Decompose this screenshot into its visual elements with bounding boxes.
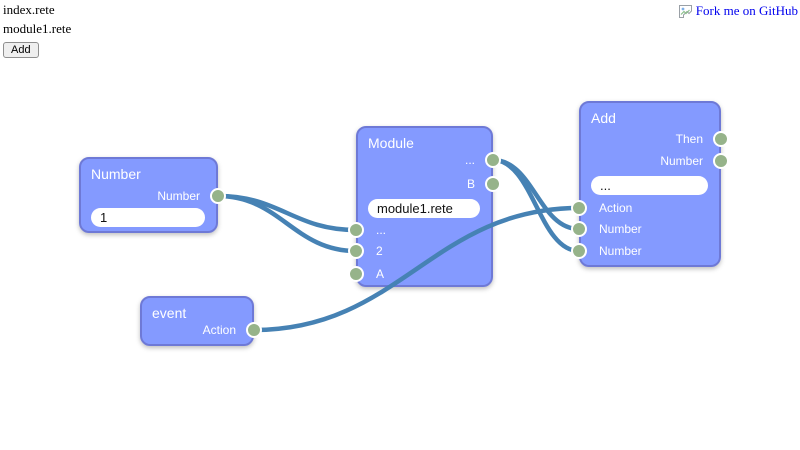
file-item-index[interactable]: index.rete [3, 2, 55, 17]
output-label-event-0: Action [202, 323, 236, 337]
input-socket-add-0-Action[interactable] [571, 200, 587, 216]
node-title-number: Number [91, 166, 141, 182]
input-label-module-0: ... [376, 223, 387, 237]
fork-on-github-link[interactable]: Fork me on GitHub [678, 3, 798, 19]
fork-link-label: Fork me on GitHub [695, 3, 798, 18]
input-label-add-2: Number [599, 244, 642, 258]
input-socket-add-2-Number[interactable] [571, 243, 587, 259]
output-label-add-1: Number [660, 154, 703, 168]
connection-number.Number-to-module.input-1[interactable] [215, 193, 359, 254]
output-socket-add-Then[interactable] [713, 131, 729, 147]
node-title-module: Module [368, 135, 414, 151]
broken-image-icon [678, 4, 694, 19]
output-label-add-0: Then [675, 132, 703, 146]
input-label-add-0: Action [599, 201, 633, 215]
control-input-add[interactable] [591, 176, 708, 195]
control-input-module[interactable] [368, 199, 480, 218]
input-label-module-2: A [376, 267, 385, 281]
connection-number.Number-to-module.input-0[interactable] [215, 193, 359, 233]
connection-module.output-0-to-add.input-2[interactable] [490, 157, 582, 254]
node-title-add: Add [591, 110, 616, 126]
input-label-add-1: Number [599, 222, 642, 236]
output-socket-event-Action[interactable] [246, 322, 262, 338]
node-title-event: event [152, 305, 187, 321]
input-socket-add-1-Number[interactable] [571, 221, 587, 237]
add-module-button[interactable]: Add [3, 42, 39, 58]
input-socket-module-0-...[interactable] [348, 222, 364, 238]
output-label-number-0: Number [157, 189, 200, 203]
input-socket-module-1-2[interactable] [348, 243, 364, 259]
output-socket-module-...[interactable] [485, 152, 501, 168]
control-input-number[interactable] [91, 208, 205, 227]
output-socket-module-B[interactable] [485, 176, 501, 192]
toolbar: index.rete module1.rete Add [3, 2, 71, 58]
output-label-module-1: B [466, 177, 475, 191]
connection-module.output-0-to-add.input-1[interactable] [490, 157, 582, 232]
output-socket-add-Number[interactable] [713, 153, 729, 169]
output-socket-number-Number[interactable] [210, 188, 226, 204]
input-socket-module-2-A[interactable] [348, 266, 364, 282]
file-item-module1[interactable]: module1.rete [3, 21, 72, 36]
input-label-module-1: 2 [376, 244, 383, 258]
output-label-module-0: ... [464, 153, 475, 167]
